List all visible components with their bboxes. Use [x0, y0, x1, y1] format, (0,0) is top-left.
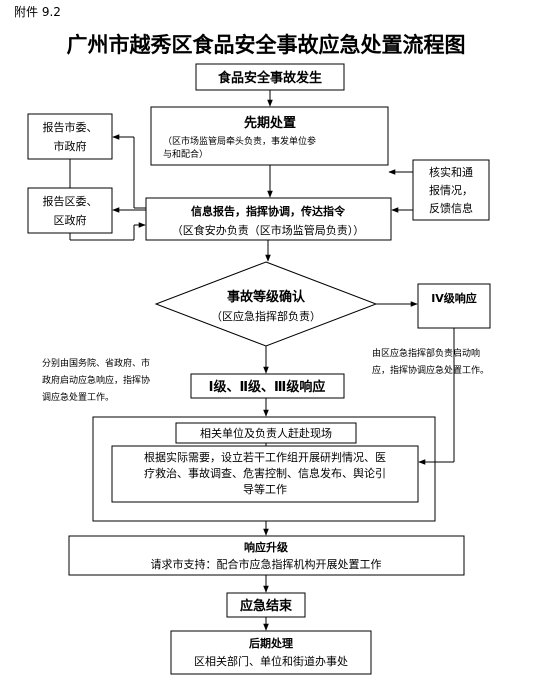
upgrade-box	[68, 535, 465, 576]
report-city-line-1: 报告市委、	[43, 120, 98, 134]
onsite-detail-line-3: 导等工作	[243, 482, 287, 496]
level123-note-line-1: 分别由国务院、省政府、市	[42, 357, 150, 369]
upgrade-title: 响应升级	[244, 540, 289, 554]
report-district-line-2: 区政府	[54, 213, 87, 227]
end-label: 应急结束	[240, 598, 293, 614]
end-box	[226, 592, 306, 618]
level123-note-line-3: 调应急处置工作。	[42, 391, 114, 403]
level123-note-line-2: 政府启动应急响应，指挥协	[42, 374, 150, 386]
initial-response-title: 先期处置	[244, 115, 296, 131]
initial-response-desc-2: 与和配合）	[163, 148, 208, 160]
incident-label: 食品安全事故发生	[218, 70, 322, 86]
onsite-detail-box	[111, 445, 419, 503]
info-sub: （区食安办负责（区市场监管局负责））	[172, 223, 365, 237]
level4-label: IV级响应	[431, 291, 477, 305]
level-confirm-title: 事故等级确认	[227, 289, 306, 305]
after-box	[170, 630, 372, 675]
level4-box	[417, 283, 491, 329]
initial-response-desc-1: （区市场监管局牵头负责，事发单位参	[163, 135, 316, 147]
verify-line-2: 报情况，	[429, 183, 473, 197]
level123-box	[190, 373, 345, 399]
verify-line-1: 核实和通	[429, 165, 473, 179]
report-city-box	[27, 113, 113, 160]
report-district-line-1: 报告区委、	[43, 194, 98, 208]
page-title: 广州市越秀区食品安全事故应急处置流程图	[67, 33, 466, 57]
report-city-line-2: 市政府	[54, 139, 87, 153]
attachment-label: 附件 9.2	[14, 5, 61, 19]
upgrade-sub: 请求市支持：配合市应急指挥机构开展处置工作	[151, 557, 382, 571]
connectors	[69, 90, 455, 631]
level4-note-line-2: 应，指挥协调应急处置工作。	[372, 364, 489, 376]
report-district-box	[27, 187, 113, 234]
onsite-title: 相关单位及负责人赶赴现场	[200, 426, 332, 440]
after-sub: 区相关部门、单位和街道办事处	[194, 654, 348, 668]
onsite-detail-line-2: 疗救治、事故调查、危害控制、信息发布、舆论引	[144, 466, 386, 480]
onsite-detail-line-1: 根据实际需要，设立若干工作组开展研判情况、医	[144, 450, 386, 464]
verify-line-3: 反馈信息	[429, 201, 473, 215]
initial-response-box	[150, 106, 389, 166]
level4-note-line-1: 由区应急指挥部负责启动响	[372, 347, 480, 359]
verify-box	[412, 159, 490, 221]
level123-label: Ⅰ级、Ⅱ级、Ⅲ级响应	[209, 379, 326, 395]
incident-box	[195, 63, 345, 91]
after-title: 后期处理	[249, 636, 293, 650]
level-confirm-sub: （区应急指挥部负责）	[211, 309, 321, 323]
info-box	[145, 197, 392, 241]
info-title: 信息报告，指挥协调，传达指令	[191, 204, 346, 218]
